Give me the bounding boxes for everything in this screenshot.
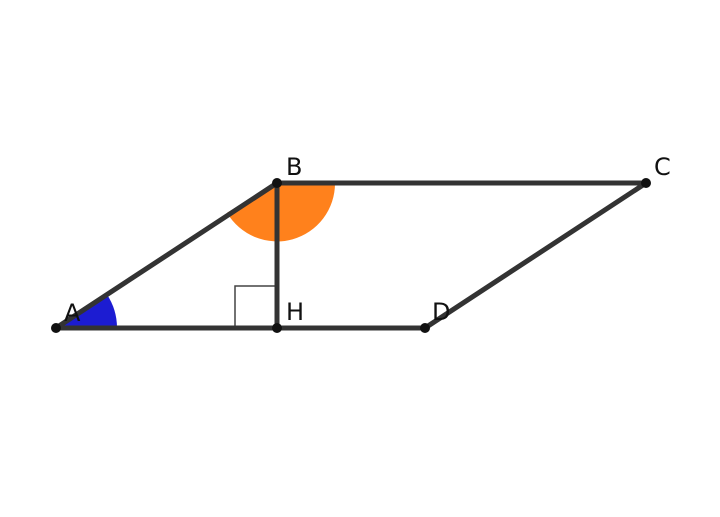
segment-cd xyxy=(422,180,649,331)
label-d: D xyxy=(432,298,450,326)
angle-marker-b xyxy=(227,183,336,242)
point-a xyxy=(51,323,61,333)
label-b: B xyxy=(286,153,302,181)
right-angle-mark xyxy=(234,285,278,329)
point-b xyxy=(272,178,282,188)
point-c xyxy=(641,178,651,188)
point-d xyxy=(420,323,430,333)
label-a: A xyxy=(64,299,81,327)
segment-ab xyxy=(53,180,280,331)
label-c: C xyxy=(654,153,671,181)
point-h xyxy=(272,323,282,333)
label-h: H xyxy=(286,298,304,326)
